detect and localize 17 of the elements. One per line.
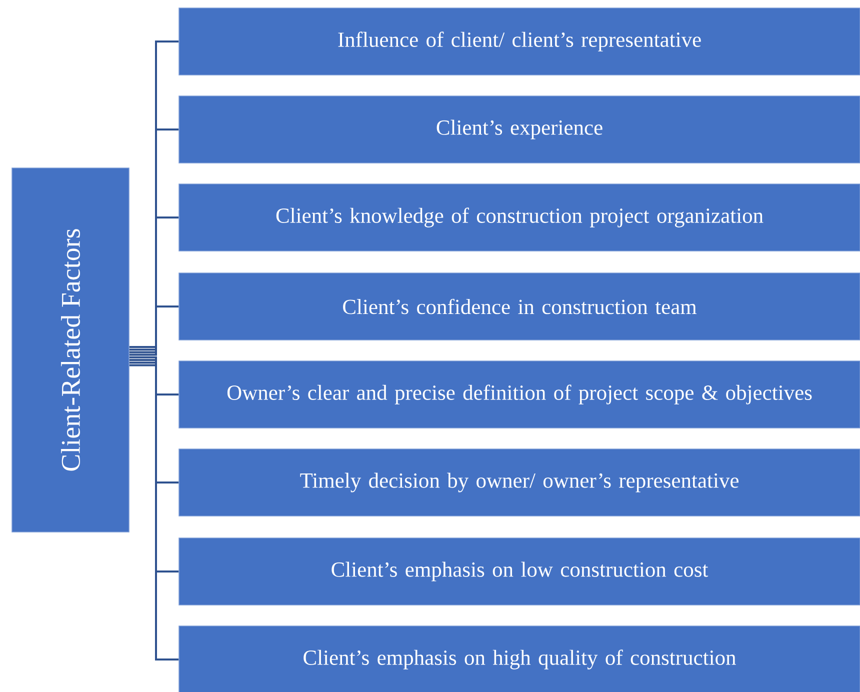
factor-box: Client’s emphasis on high quality of construction [178,626,860,692]
connector [129,40,179,348]
connector [129,306,179,356]
factor-box: Client’s knowledge of construction project organization [178,184,860,252]
factor-box: Client’s emphasis on low construction cost [178,538,860,606]
connector [129,356,179,396]
connector [129,359,179,484]
factor-box: Client’s confidence in construction team [178,272,860,340]
connector [129,364,179,660]
category-box: Client-Related Factors [12,168,130,532]
connector [129,362,179,572]
factor-box: Influence of client/ client’s representative [178,8,860,76]
connector [129,216,179,354]
connector [129,128,179,351]
factor-box: Timely decision by owner/ owner’s representative [178,448,860,516]
factor-box: Owner’s clear and precise definition of project scope & objectives [178,360,860,428]
factor-box: Client’s experience [178,96,860,164]
